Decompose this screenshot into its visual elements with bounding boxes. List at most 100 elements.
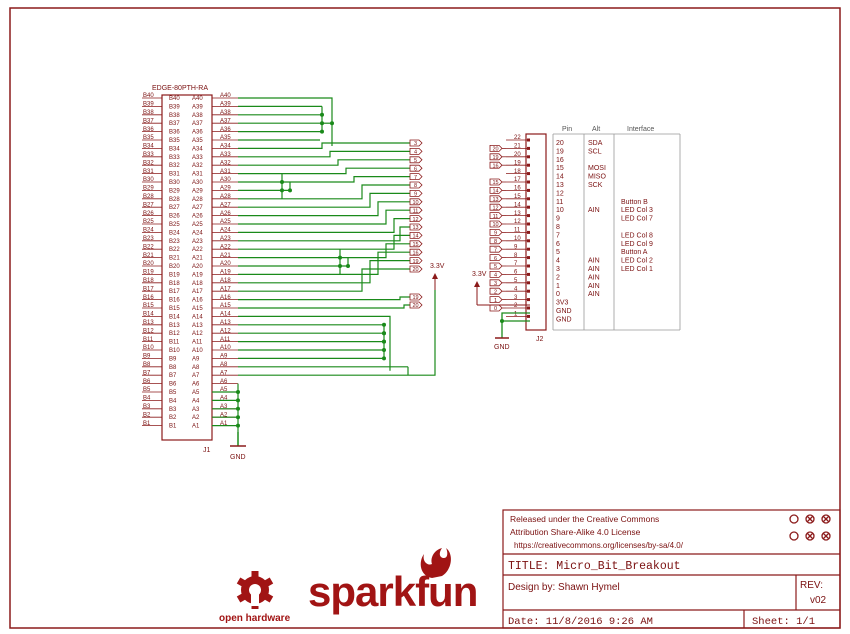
wire bbox=[238, 234, 410, 250]
j1-b-inner-label: B29 bbox=[169, 188, 180, 194]
j2-net-flag: 3 bbox=[489, 279, 503, 287]
wire bbox=[238, 150, 410, 158]
j2-supply-label: 3.3V bbox=[472, 271, 487, 278]
j2-net-flag: 13 bbox=[489, 195, 503, 203]
j1-a-inner-label: A21 bbox=[192, 256, 203, 262]
j1-b-outer-label: B3 bbox=[143, 404, 151, 410]
j1-a-inner-label: A26 bbox=[192, 214, 203, 220]
j1-gnd-label: GND bbox=[230, 454, 246, 461]
j1-a-outer-label: A1 bbox=[220, 421, 228, 427]
pin-table-alt: AIN bbox=[588, 258, 600, 265]
j1-net-flag-label: 19 bbox=[412, 295, 418, 301]
j1-a-inner-label: A3 bbox=[192, 407, 200, 413]
pin-table-pin: 4 bbox=[556, 258, 560, 265]
j2-pin-number: 19 bbox=[514, 160, 521, 166]
j1-b-outer-label: B30 bbox=[143, 177, 154, 183]
j1-a-outer-label: A20 bbox=[220, 261, 231, 267]
j1-a-outer-label: A38 bbox=[220, 110, 231, 116]
j2-pin-number: 15 bbox=[514, 194, 521, 200]
j1-b-inner-label: B1 bbox=[169, 424, 177, 430]
pin-table-interface: LED Col 9 bbox=[621, 241, 653, 248]
junction-dot bbox=[346, 264, 350, 268]
j1-a-outer-label: A5 bbox=[220, 387, 228, 393]
wire bbox=[238, 176, 410, 183]
junction-dot bbox=[320, 129, 324, 134]
j2-net-flag: 10 bbox=[489, 220, 503, 228]
pin-table-alt: AIN bbox=[588, 291, 600, 298]
pin-table-alt: AIN bbox=[588, 283, 600, 290]
j1-a-outer-label: A32 bbox=[220, 160, 231, 166]
j1-b-inner-label: B40 bbox=[169, 96, 180, 102]
j1-net-flag-label: 10 bbox=[412, 200, 418, 206]
license-line-2: Attribution Share-Alike 4.0 License bbox=[510, 527, 641, 537]
j1-a-inner-label: A31 bbox=[192, 172, 203, 178]
j1-wires bbox=[212, 97, 436, 432]
wire bbox=[238, 251, 410, 275]
j1-b-outer-label: B1 bbox=[143, 421, 151, 427]
j2-net-flag-label: 14 bbox=[492, 189, 498, 195]
j1-a-inner-label: A24 bbox=[192, 230, 203, 236]
sheet-number: Sheet: 1/1 bbox=[752, 616, 815, 628]
pin-table-pin: 6 bbox=[556, 241, 560, 248]
pin-table-pin: GND bbox=[556, 308, 572, 315]
j1-b-inner-label: B21 bbox=[169, 256, 180, 262]
pin-table-pin: 20 bbox=[556, 140, 564, 147]
pin-table-alt: MOSI bbox=[588, 165, 606, 172]
j1-b-inner-label: B23 bbox=[169, 239, 180, 245]
j2-pin-pad bbox=[527, 256, 530, 260]
j1-b-outer-label: B6 bbox=[143, 379, 151, 385]
j2-supply-symbol: 3.3V bbox=[472, 271, 530, 306]
j1-a-inner-label: A2 bbox=[192, 415, 200, 421]
j1-b-outer-label: B13 bbox=[143, 320, 154, 326]
pin-table-pin: 1 bbox=[556, 283, 560, 290]
j2-net-flag-label: 13 bbox=[492, 197, 498, 203]
sparkfun-logo: sparkfun bbox=[308, 548, 478, 615]
j1-a-inner-label: A12 bbox=[192, 331, 203, 337]
j1-b-inner-label: B35 bbox=[169, 138, 180, 144]
j1-net-flag: 14 bbox=[409, 231, 423, 240]
j2-net-flag: 6 bbox=[489, 254, 503, 262]
j1-b-outer-label: B10 bbox=[143, 345, 154, 351]
j1-b-outer-label: B11 bbox=[143, 337, 154, 343]
j1-a-inner-label: A1 bbox=[192, 424, 200, 430]
j1-a-outer-label: A12 bbox=[220, 328, 231, 334]
j1-a-inner-label: A16 bbox=[192, 298, 203, 304]
j1-net-flag: 19 bbox=[409, 257, 423, 265]
j2-pin-number: 10 bbox=[514, 236, 521, 242]
pin-table-pin: 19 bbox=[556, 148, 564, 155]
pin-table-interface: LED Col 8 bbox=[621, 232, 653, 239]
j2-net-flag-label: 10 bbox=[492, 222, 498, 228]
j2-pin-number: 21 bbox=[514, 144, 521, 150]
j1-a-outer-label: A27 bbox=[220, 202, 231, 208]
j1-part-label: EDGE-80PTH-RA bbox=[152, 85, 208, 92]
j1-net-flag-label: 6 bbox=[414, 166, 417, 172]
j1-b-outer-label: B16 bbox=[143, 295, 154, 301]
j1-a-inner-label: A23 bbox=[192, 239, 203, 245]
j1-net-flag: 8 bbox=[409, 181, 423, 189]
j1-a-outer-label: A9 bbox=[220, 354, 228, 360]
pin-table-alt: AIN bbox=[588, 207, 600, 214]
j1-b-inner-label: B17 bbox=[169, 289, 180, 295]
pin-table-pin: 2 bbox=[556, 274, 560, 281]
j1-net-flag-label: 11 bbox=[413, 208, 419, 214]
j1-a-outer-label: A18 bbox=[220, 278, 231, 284]
j1-b-inner-label: B38 bbox=[169, 113, 180, 119]
j1-b-inner-label: B11 bbox=[169, 340, 180, 346]
j2-pin-pad bbox=[527, 281, 530, 285]
open-hardware-logo: open hardware bbox=[219, 571, 291, 624]
j2-net-flag-label: 12 bbox=[492, 205, 498, 211]
j2-net-flag: 20 bbox=[489, 144, 503, 153]
j2-net-flag-label: 9 bbox=[494, 231, 497, 237]
wire bbox=[238, 268, 410, 292]
j1-b-outer-label: B7 bbox=[143, 370, 151, 376]
j2-ref: J2 bbox=[536, 336, 544, 343]
j2-pin-number: 4 bbox=[514, 286, 518, 292]
j2-gnd-label: GND bbox=[494, 344, 510, 351]
j1-a-outer-label: A13 bbox=[220, 320, 231, 326]
j1-b-outer-label: B8 bbox=[143, 362, 151, 368]
j2-net-flag: 0 bbox=[489, 304, 503, 312]
